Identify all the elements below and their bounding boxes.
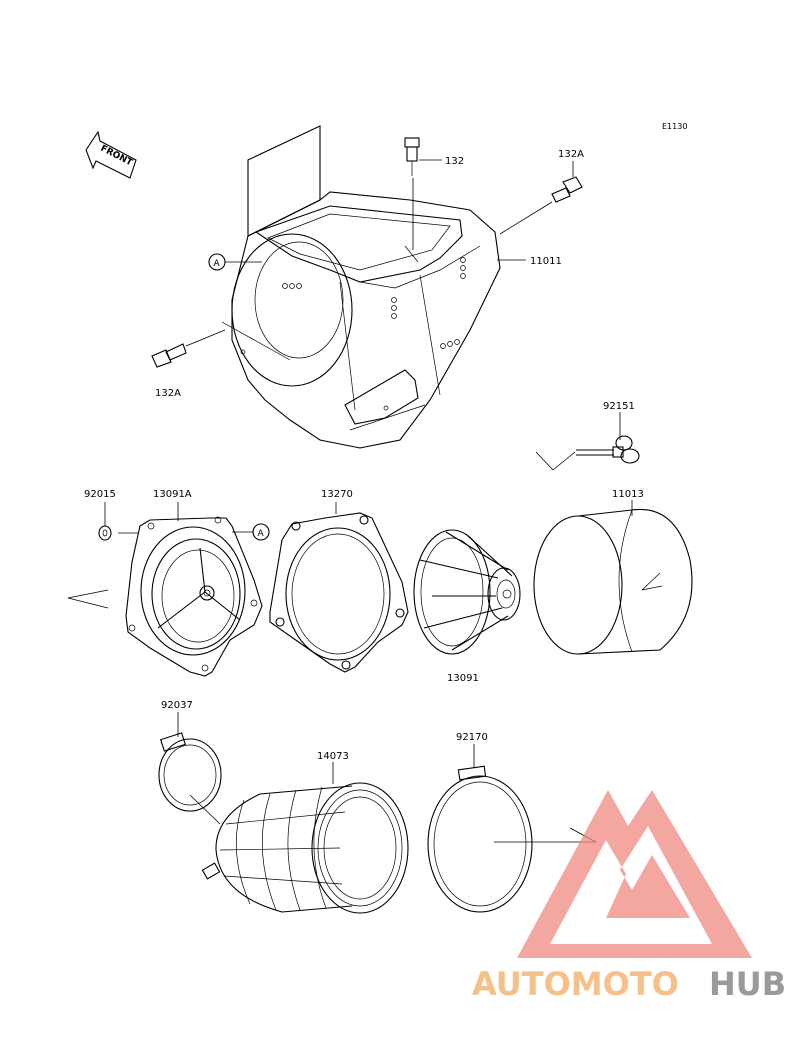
wing-bolt-92151 xyxy=(576,435,640,464)
air-filter-element-11013 xyxy=(533,508,693,655)
clamp-92037 xyxy=(158,732,222,812)
callout-132a-top: 132A xyxy=(558,149,584,160)
ref-marker-a-label-2: A xyxy=(258,529,265,539)
ref-marker-a-holder: A xyxy=(252,523,270,541)
bolt-132a-left xyxy=(151,343,187,368)
callout-14073: 14073 xyxy=(317,751,349,762)
ref-marker-a-housing: A xyxy=(208,253,226,271)
air-cleaner-housing xyxy=(221,125,501,449)
callout-92015: 92015 xyxy=(84,489,116,500)
air-duct-14073 xyxy=(201,782,409,914)
callout-92151: 92151 xyxy=(603,401,635,412)
gasket-13270 xyxy=(269,512,409,673)
filter-frame-13091 xyxy=(413,529,521,655)
callout-132a-left: 132A xyxy=(155,388,181,399)
bolt-132 xyxy=(404,137,420,176)
washer-92015 xyxy=(98,525,112,541)
diagram-code: E1130 xyxy=(662,122,687,131)
watermark-text-automoto: AUTOMOTO xyxy=(472,965,679,1003)
callout-13091a: 13091A xyxy=(153,489,192,500)
callout-11011: 11011 xyxy=(530,256,562,267)
front-arrow-icon: FRONT xyxy=(85,130,137,179)
callout-13091: 13091 xyxy=(447,673,479,684)
callout-13270: 13270 xyxy=(321,489,353,500)
ref-marker-a-label: A xyxy=(214,259,221,269)
callout-92170: 92170 xyxy=(456,732,488,743)
bolt-132a-right xyxy=(551,176,583,203)
callout-92037: 92037 xyxy=(161,700,193,711)
watermark-logo: AUTOMOTO HUB xyxy=(472,790,786,1003)
callout-11013: 11013 xyxy=(612,489,644,500)
clamp-92170 xyxy=(427,765,533,913)
watermark-triangle-icon xyxy=(517,790,752,958)
watermark-text-hub: HUB xyxy=(709,965,786,1003)
holder-13091a xyxy=(125,516,263,677)
callout-132: 132 xyxy=(445,156,464,167)
